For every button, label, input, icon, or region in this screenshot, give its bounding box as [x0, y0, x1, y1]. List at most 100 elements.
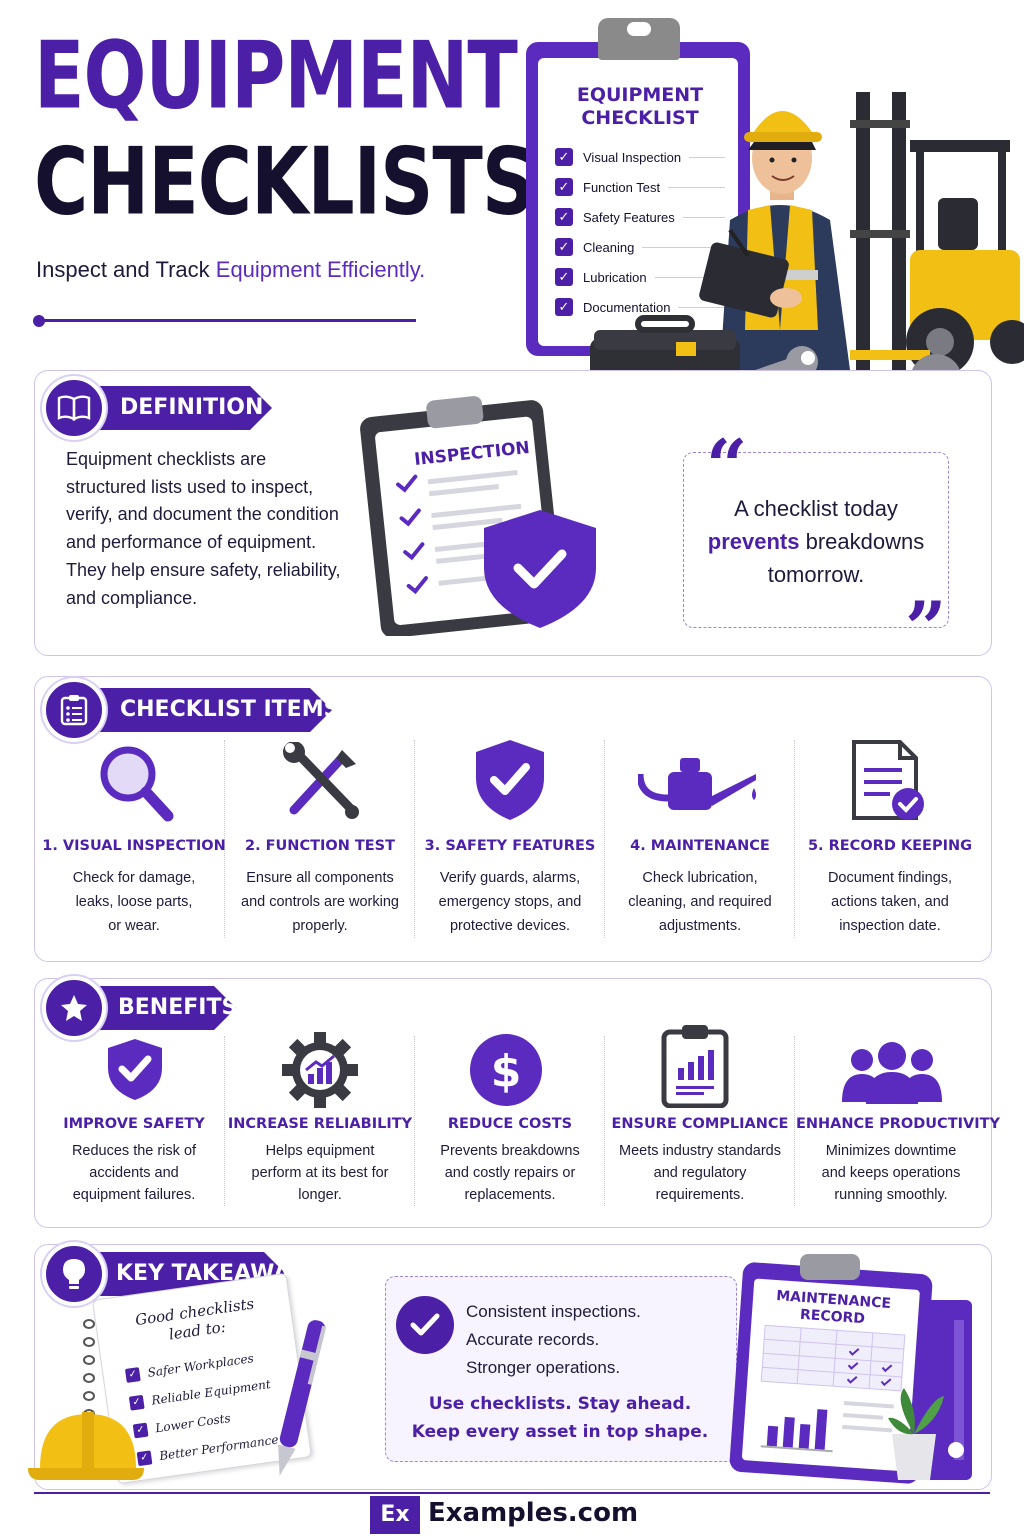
checklist-item-desc: Check for damage, leaks, loose parts, or…: [72, 870, 196, 934]
list-icon: [42, 678, 106, 742]
benefit-title: IMPROVE SAFETY: [63, 1116, 205, 1132]
benefit-title: ENSURE COMPLIANCE: [611, 1116, 789, 1132]
checklist-item-desc: Ensure all components and controls are w…: [241, 870, 399, 934]
benefit-desc: Minimizes downtime and keeps operations …: [821, 1143, 961, 1203]
examples-logo: Ex: [370, 1496, 420, 1534]
note-item: ✓ Safer Workplaces: [124, 1351, 255, 1383]
quote-part1: A checklist today: [734, 496, 898, 521]
quote-box: [683, 452, 949, 628]
worker-forklift-illustration: [590, 92, 1024, 412]
benefit-item: ENSURE COMPLIANCE Meets industry standard…: [606, 1116, 794, 1206]
shield-check-icon: [476, 740, 544, 820]
people-icon: [842, 1042, 942, 1104]
definition-tag-label: DEFINITION: [120, 395, 264, 420]
divider: [604, 740, 605, 938]
note-item: ✓Reliable Equipment: [128, 1377, 272, 1411]
checklist-items-tag: [80, 688, 332, 732]
quote-highlight: prevents: [707, 529, 800, 554]
takeaway-cta-1: Use checklists. Stay ahead.: [428, 1394, 692, 1414]
checklist-item-title: 5. RECORD KEEPING: [807, 838, 973, 854]
note-item-label: Safer Workplaces: [146, 1351, 255, 1380]
hero-checklist-item: ✓Visual Inspection: [555, 146, 725, 168]
header-rule: [40, 319, 416, 322]
benefit-desc: Helps equipment perform at its best for …: [251, 1143, 389, 1203]
svg-text:$: $: [491, 1046, 522, 1097]
footer-brand: Examples.com: [428, 1498, 639, 1528]
checkbox-icon: ✓: [555, 148, 573, 166]
hero-clipboard-title: EQUIPMENT CHECKLIST: [576, 84, 704, 129]
hero-checklist-item: ✓ Documentation: [555, 296, 725, 318]
note-item-label: Lower Costs: [154, 1410, 232, 1436]
takeaway-line: Accurate records.: [466, 1330, 600, 1349]
shield-check-icon: [108, 1039, 162, 1100]
note-item-label: Better Performance: [158, 1432, 280, 1464]
checklist-item: 5. RECORD KEEPING Document findings, acti…: [796, 838, 984, 938]
divider: [414, 1036, 415, 1206]
benefit-item: ENHANCE PRODUCTIVITY Minimizes downtime a…: [796, 1116, 1000, 1206]
oil-can-icon: [638, 758, 756, 810]
definition-text: Equipment checklists are structured list…: [66, 449, 341, 608]
benefit-item: INCREASE RELIABILITY Helps equipment perf…: [226, 1116, 414, 1206]
checklist-item-title: 3. SAFETY FEATURES: [424, 838, 596, 854]
star-icon: [42, 976, 106, 1040]
takeaway-line: Stronger operations.: [466, 1358, 621, 1377]
checklist-item-desc: Document findings, actions taken, and in…: [827, 870, 953, 934]
checkbox-icon: ✓: [555, 178, 573, 196]
clipboard-chart-icon: [661, 1025, 729, 1108]
inspection-clipboard-icon: [356, 392, 600, 638]
magnifier-icon: [100, 746, 174, 822]
benefit-desc: Meets industry standards and regulatory …: [619, 1143, 781, 1203]
checklist-item: 1. VISUAL INSPECTION Check for damage, le…: [40, 838, 228, 938]
checkbox-icon: ✓: [555, 238, 573, 256]
benefit-title: ENHANCE PRODUCTIVITY: [796, 1116, 1000, 1132]
benefits-tag-label: BENEFITS: [118, 995, 238, 1020]
note-heading: Good checklists lead to:: [134, 1294, 256, 1344]
checkbox-icon: ✓: [555, 208, 573, 226]
checklist-item: 2. FUNCTION TEST Ensure all components an…: [226, 838, 414, 938]
takeaway-line: Consistent inspections.: [466, 1302, 641, 1321]
book-icon: [42, 376, 106, 440]
benefit-title: REDUCE COSTS: [447, 1116, 573, 1132]
divider: [794, 740, 795, 938]
benefit-title: INCREASE RELIABILITY: [227, 1116, 413, 1132]
divider: [224, 740, 225, 938]
footer-rule: [34, 1492, 990, 1494]
page-title-line1: EQUIPMENT: [34, 22, 518, 130]
checklist-item: 4. MAINTENANCE Check lubrication, cleanin…: [606, 838, 794, 938]
lightbulb-icon: [42, 1242, 106, 1306]
checkbox-icon: ✓: [555, 298, 573, 316]
dollar-icon: $: [470, 1034, 542, 1106]
hero-item-label: Function Test: [583, 179, 661, 195]
checklist-item-title: 2. FUNCTION TEST: [244, 838, 396, 854]
note-item-label: Reliable Equipment: [150, 1377, 272, 1408]
benefits-tag: [80, 986, 236, 1030]
checklist-item-title: 4. MAINTENANCE: [630, 838, 770, 854]
hero-checklist-item: ✓Lubrication: [555, 266, 725, 288]
benefit-item: REDUCE COSTS Prevents breakdowns and cost…: [416, 1116, 604, 1206]
benefit-desc: Prevents breakdowns and costly repairs o…: [440, 1143, 580, 1203]
pen-icon: [278, 1320, 327, 1476]
hero-checklist-item: ✓ Function Test: [555, 176, 725, 198]
hero-item-label: Lubrication: [583, 269, 647, 285]
checklist-item-desc: Verify guards, alarms, emergency stops, …: [438, 870, 582, 934]
hero-item-label: Documentation: [583, 299, 671, 315]
takeaway-cta-2: Keep every asset in top shape.: [411, 1422, 709, 1442]
clip-hole: [627, 22, 651, 36]
close-quote-icon: ”: [905, 585, 947, 670]
checklist-item-desc: Check lubrication, cleaning, and require…: [628, 870, 772, 934]
subtitle-text: Inspect and Track: [36, 257, 216, 282]
checkbox-icon: ✓: [124, 1367, 141, 1383]
hero-checklist-item: ✓ Safety Features: [555, 206, 725, 228]
checklist-item-title: 1. VISUAL INSPECTION: [42, 838, 226, 854]
divider: [604, 1036, 605, 1206]
open-quote-icon: “: [706, 423, 748, 508]
hero-item-label: Safety Features: [583, 209, 675, 225]
header-rule-dot: [33, 315, 45, 327]
divider: [224, 1036, 225, 1206]
divider: [414, 740, 415, 938]
note-item: ✓Lower Costs: [132, 1410, 232, 1439]
maintenance-record-illustration: [729, 1254, 972, 1484]
wrench-screwdriver-icon: [283, 742, 359, 819]
